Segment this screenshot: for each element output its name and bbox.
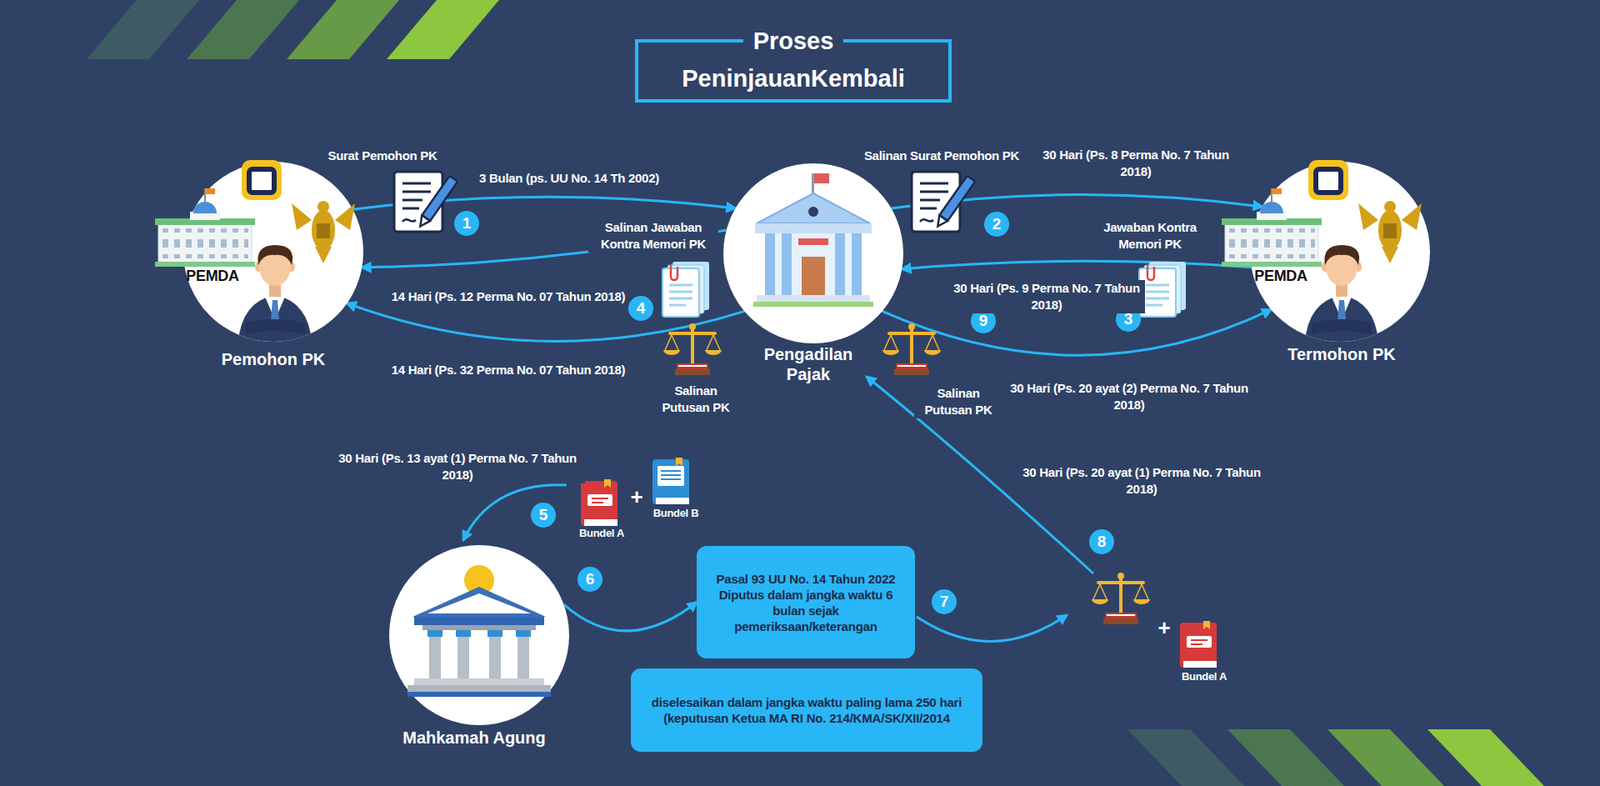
actor-circle: Pengadilan Pajak [723, 163, 904, 344]
org-name: PEMDA [1254, 267, 1308, 285]
edge-label: 14 Hari (Ps. 12 Perma No. 07 Tahun 2018) [389, 288, 628, 305]
connector [901, 260, 1251, 269]
diagram-title: Proses PeninjauanKembali [671, 27, 915, 92]
circle-shape [723, 163, 904, 344]
document-stack-icon [662, 261, 710, 317]
circle-shape [389, 545, 570, 725]
illustration [407, 565, 551, 697]
book-label: Bundel A [576, 526, 627, 540]
blue-book-icon [652, 457, 690, 505]
flow-arrow [463, 485, 567, 540]
illustration [1221, 160, 1422, 342]
scales-icon [882, 323, 941, 375]
annotation: Surat Pemohon PK [325, 147, 440, 165]
plus-sign: + [1155, 615, 1174, 640]
node-label: Pemohon PK [221, 349, 325, 370]
circle-illustration [183, 161, 364, 342]
stripes [86, 0, 1545, 786]
callout-number: 6 [577, 566, 603, 592]
annotation: 30 Hari (Ps. 13 ayat (1) Perma No. 7 Tah… [330, 450, 585, 484]
annotation: Jawaban Kontra Memori PK [1093, 219, 1207, 253]
node-label: Mahkamah Agung [402, 727, 546, 748]
letter-icon [394, 171, 458, 232]
annotation: Salinan Putusan PK [914, 385, 1003, 419]
illustration [155, 160, 355, 342]
node-label: Termohon PK [1287, 344, 1396, 365]
plus-sign: + [628, 485, 646, 509]
illustration [753, 173, 874, 307]
flow-arrow [916, 615, 1067, 642]
circle-illustration [389, 545, 570, 725]
actor-circle: Mahkamah Agung [389, 545, 570, 725]
edge-label: 30 Hari (Ps. 9 Perma No. 7 Tahun 2018) [948, 280, 1145, 314]
actor-circle: PEMDATermohon PK [1250, 161, 1430, 342]
annotation: 30 Hari (Ps. 20 ayat (1) Perma No. 7 Tah… [1014, 464, 1270, 498]
red-book-icon [580, 479, 618, 526]
callout-number: 7 [931, 589, 957, 615]
letter-icon [911, 171, 975, 232]
annotation: Salinan Surat Pemohon PK [861, 147, 1022, 165]
box-text: diselesaikan dalam jangka waktu paling l… [642, 694, 971, 726]
note-box: Pasal 93 UU No. 14 Tahun 2022 Diputus da… [696, 545, 915, 659]
callout-number: 4 [628, 295, 654, 321]
connector [882, 309, 1272, 355]
scales-icon [1091, 572, 1150, 625]
connector [564, 602, 698, 631]
callout-number: 2 [984, 211, 1010, 237]
edge-label: 30 Hari (Ps. 20 ayat (2) Perma No. 7 Tah… [1001, 380, 1257, 414]
annotation: Salinan Jawaban Kontra Memori PK [588, 219, 719, 253]
circle-illustration [723, 163, 904, 344]
edge-label: 3 Bulan (ps. UU No. 14 Th 2002) [476, 170, 662, 187]
edge-label: 14 Hari (Ps. 32 Perma No. 07 Tahun 2018) [389, 361, 628, 379]
scales-icon [663, 323, 722, 375]
node-label: Pengadilan Pajak [745, 344, 871, 385]
callout-number: 1 [454, 210, 480, 236]
callout-number: 8 [1089, 529, 1115, 555]
box-text: Pasal 93 UU No. 14 Tahun 2022 Diputus da… [708, 570, 904, 635]
red-book-icon [1180, 620, 1217, 668]
note-box: diselesaikan dalam jangka waktu paling l… [630, 668, 983, 752]
book-label: Bundel A [1179, 670, 1230, 684]
callout-number: 5 [530, 502, 556, 528]
circle-illustration [1250, 161, 1430, 342]
title-block: Proses PeninjauanKembali [643, 24, 944, 100]
org-name: PEMDA [185, 267, 240, 285]
edge-label: 30 Hari (Ps. 8 Perma No. 7 Tahun 2018) [1037, 146, 1235, 180]
annotation: Salinan Putusan PK [651, 382, 740, 416]
document-stack-icon [1139, 261, 1186, 317]
actor-circle: PEMDAPemohon PK [183, 161, 364, 342]
book-label: Bundel B [650, 506, 702, 520]
